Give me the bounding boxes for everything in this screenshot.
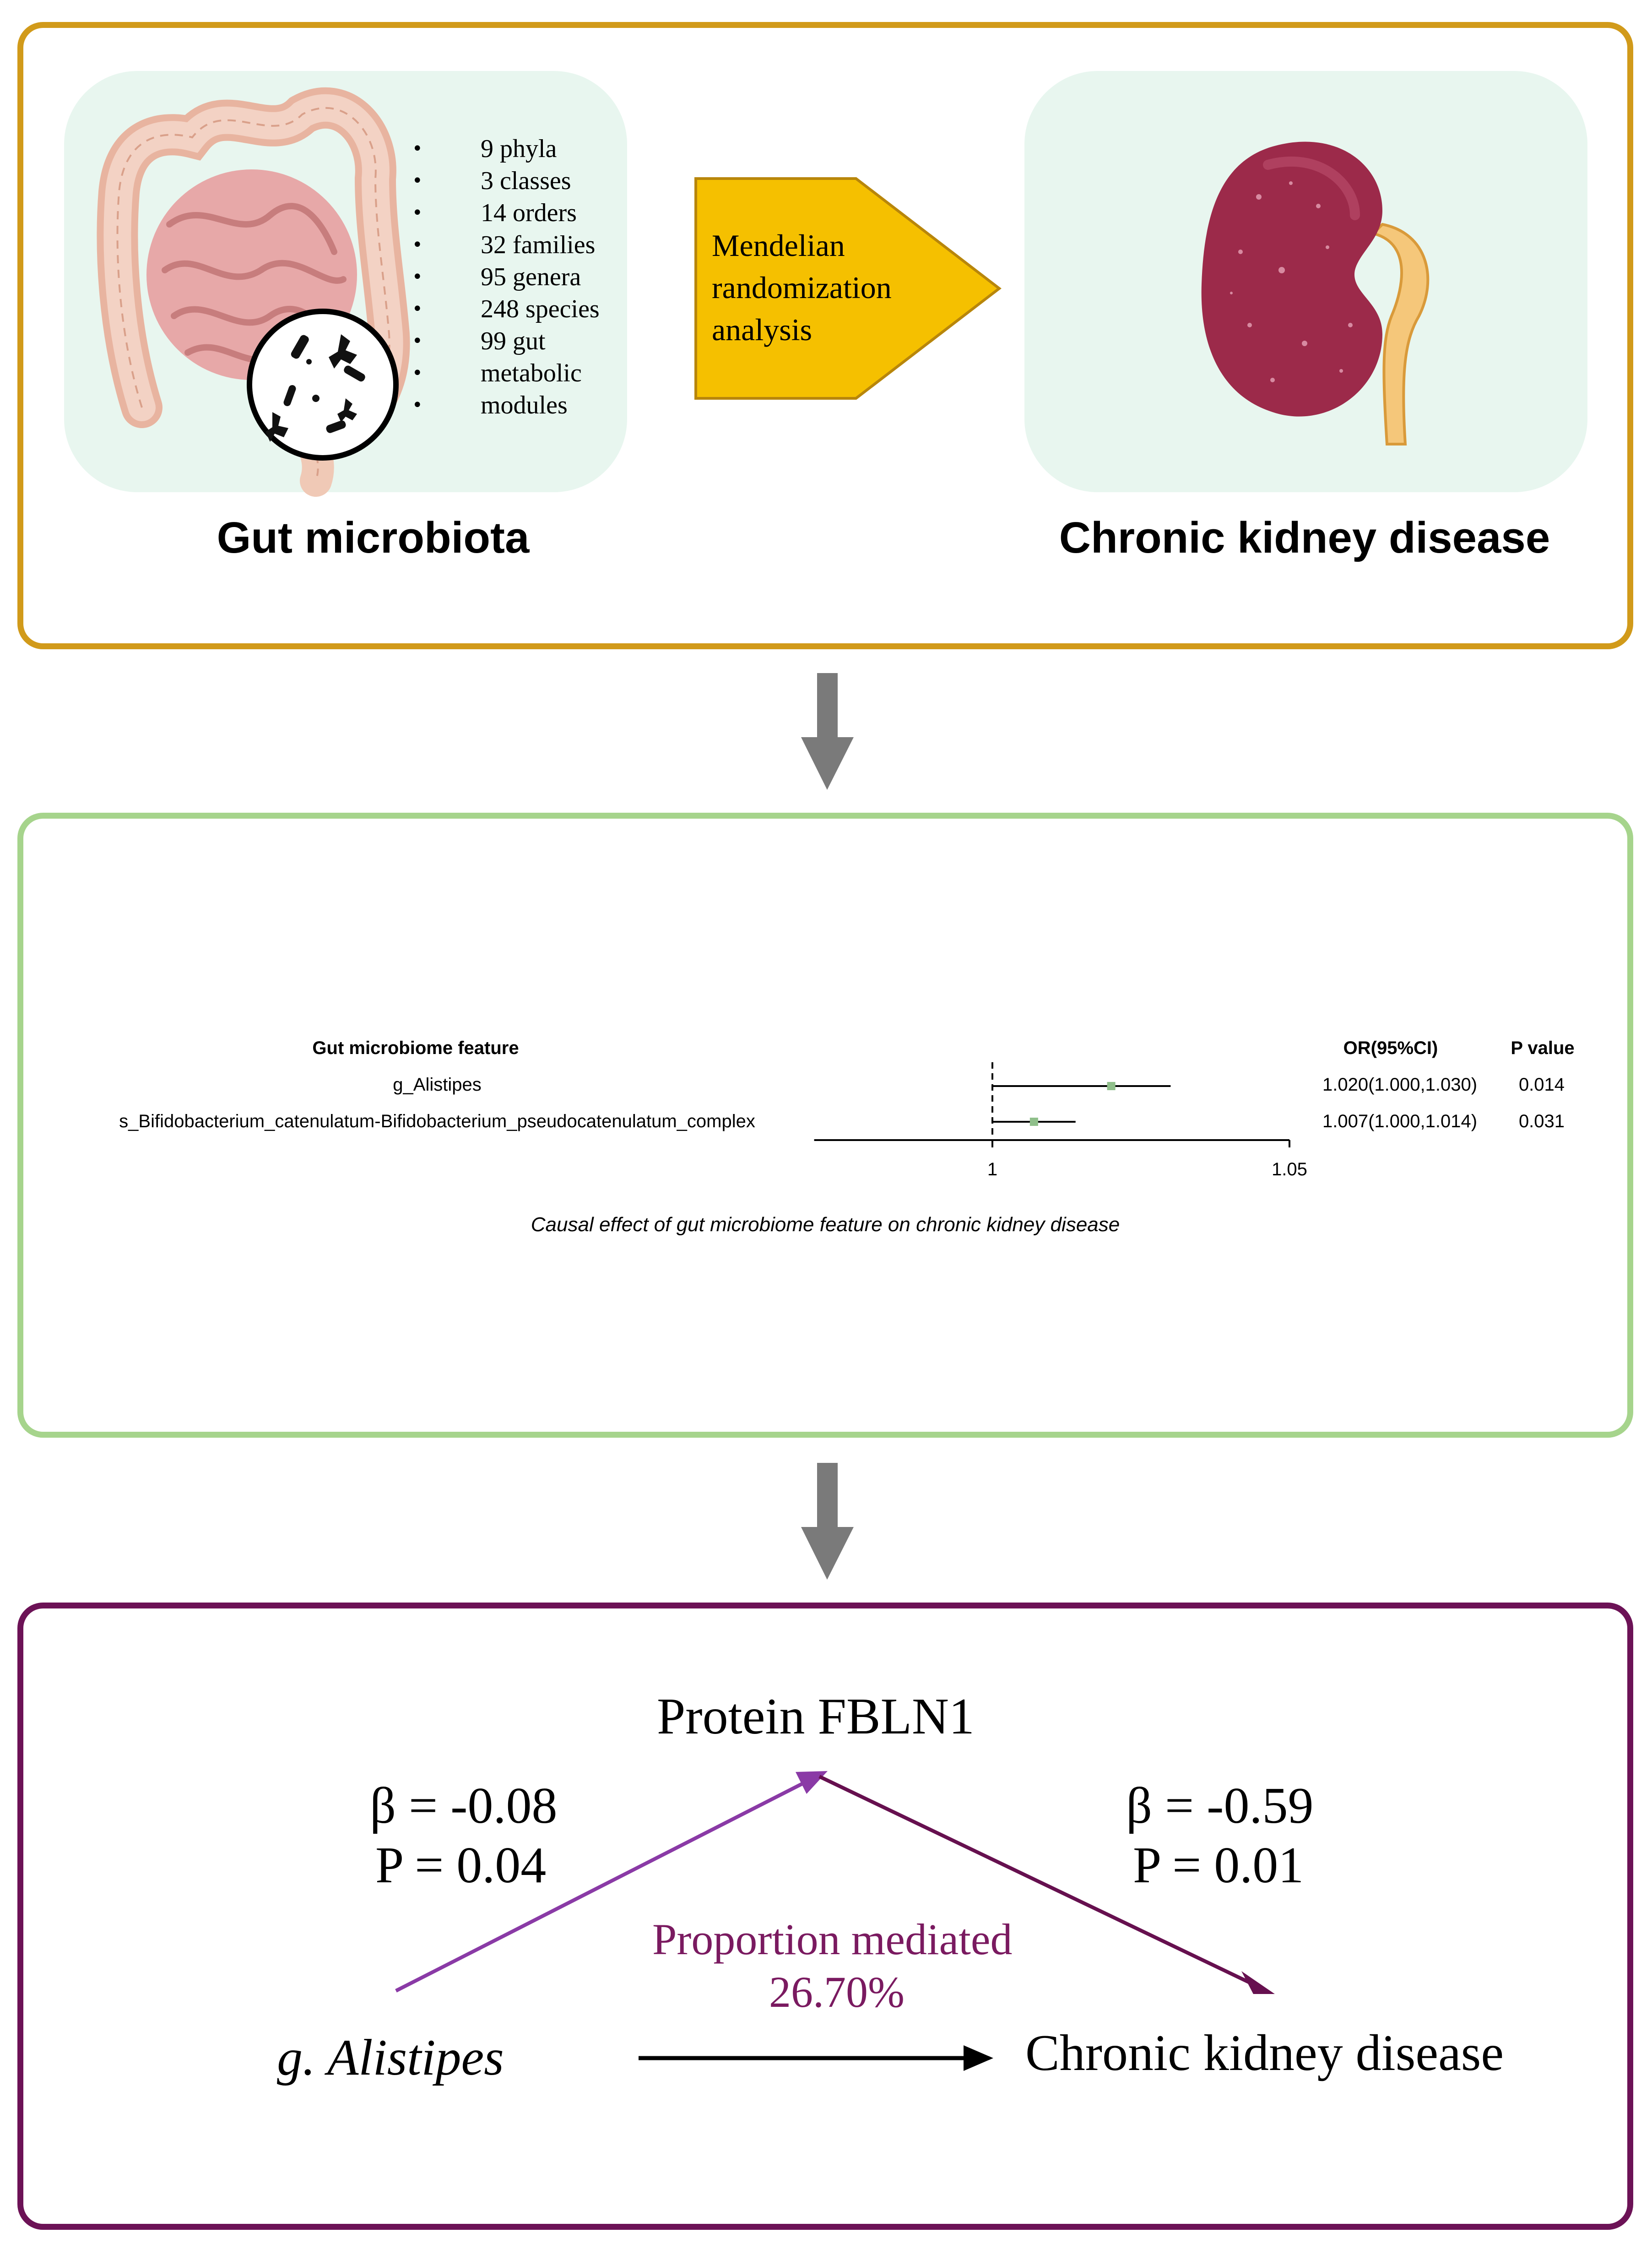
- mediator-label: Protein FBLN1: [657, 1688, 975, 1745]
- taxa-item: 95 genera: [412, 261, 600, 293]
- gut-microbiota-caption: Gut microbiota: [217, 513, 530, 562]
- path-b-arrowhead: [1241, 1971, 1275, 1994]
- proportion-mediated-value: 26.70%: [769, 1967, 905, 2016]
- path-b-arrow: [818, 1775, 1251, 1984]
- mr-label-line: analysis: [712, 312, 812, 347]
- taxa-item: 32 families: [412, 229, 600, 261]
- row-p: 0.014: [1519, 1075, 1565, 1095]
- taxa-item-continued: metabolic: [412, 357, 600, 389]
- row-feature: s_Bifidobacterium_catenulatum-Bifidobact…: [119, 1111, 755, 1131]
- x-tick-label: 1: [987, 1159, 997, 1179]
- path-b-beta: β = -0.59: [1126, 1777, 1314, 1834]
- forest-plot-caption: Causal effect of gut microbiome feature …: [531, 1213, 1120, 1236]
- down-arrow-icon: [801, 1463, 854, 1580]
- taxa-item: 248 species: [412, 293, 600, 325]
- ckd-caption: Chronic kidney disease: [1059, 513, 1550, 562]
- path-a-arrowhead: [796, 1771, 828, 1794]
- row-p: 0.031: [1519, 1111, 1565, 1131]
- path-a-beta: β = -0.08: [370, 1777, 558, 1834]
- path-b-p: P = 0.01: [1133, 1837, 1304, 1894]
- header-p: P value: [1511, 1038, 1574, 1058]
- down-arrow-icon: [801, 673, 854, 790]
- bacteria-magnifier-icon: [247, 309, 399, 461]
- path-a-p: P = 0.04: [375, 1837, 547, 1894]
- point-estimate: [1107, 1082, 1116, 1090]
- point-estimate: [1029, 1118, 1038, 1126]
- row-or-text: 1.020(1.000,1.030): [1322, 1075, 1477, 1095]
- row-or-text: 1.007(1.000,1.014): [1322, 1111, 1477, 1131]
- mr-label-line: randomization: [712, 270, 892, 305]
- outcome-label: Chronic kidney disease: [1025, 2025, 1504, 2081]
- mr-arrow-shape: [694, 177, 1002, 400]
- taxa-list: 9 phyla 3 classes 14 orders 32 families …: [412, 133, 600, 421]
- exposure-label: g. Alistipes: [277, 2029, 504, 2086]
- path-a-arrow: [395, 1780, 807, 1993]
- taxa-item: 3 classes: [412, 165, 600, 197]
- mr-label: Mendelian randomization analysis: [712, 224, 892, 351]
- taxa-item: 14 orders: [412, 197, 600, 229]
- forest-plot-panel: [17, 813, 1633, 1438]
- mediation-panel: [17, 1603, 1633, 2230]
- taxa-item-continued: modules: [412, 389, 600, 421]
- taxa-item: 9 phyla: [412, 133, 600, 165]
- row-feature: g_Alistipes: [393, 1075, 481, 1095]
- header-feature: Gut microbiome feature: [312, 1038, 519, 1058]
- kidney-icon: [1201, 141, 1430, 446]
- proportion-mediated-label: Proportion mediated: [652, 1915, 1013, 1964]
- header-or: OR(95%CI): [1343, 1038, 1438, 1058]
- taxa-item: 99 gut: [412, 325, 600, 357]
- mr-label-line: Mendelian: [712, 228, 845, 263]
- direct-effect-arrowhead: [964, 2045, 993, 2071]
- x-tick-label: 1.05: [1272, 1159, 1307, 1179]
